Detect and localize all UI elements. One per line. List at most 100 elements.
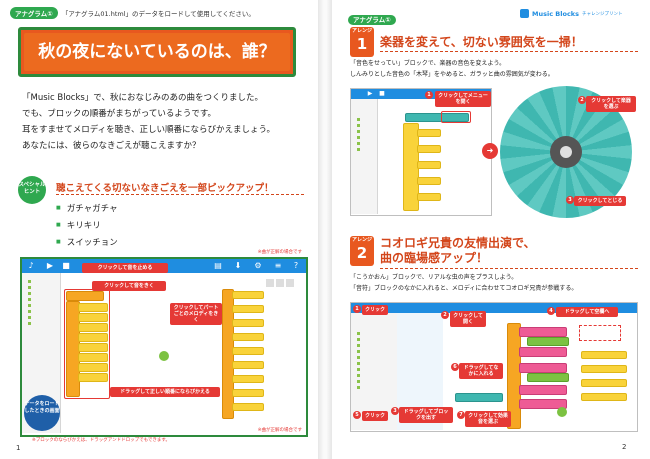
note-block-pink[interactable]: [519, 385, 567, 395]
arrange-1-title: 楽器を変えて、切ない雰囲気を一掃！: [380, 35, 583, 49]
turtle-icon: [159, 351, 169, 361]
hint-title: 聴こえてくる切ないなきごえを一部ピックアップ！: [56, 183, 274, 194]
note-block[interactable]: [78, 343, 108, 352]
bullet-item: スイッチョン: [56, 234, 118, 251]
play-icon[interactable]: ▶: [46, 261, 54, 270]
start-block[interactable]: [66, 291, 104, 301]
mini-button[interactable]: [276, 279, 284, 287]
part-block[interactable]: [232, 361, 264, 369]
step-3-marker: 3: [566, 196, 574, 204]
part-block[interactable]: [232, 347, 264, 355]
settings-icon[interactable]: ⚙: [254, 261, 262, 270]
wheel-inner: [560, 146, 572, 158]
action-stack[interactable]: [507, 323, 521, 429]
palette-item[interactable]: [351, 385, 397, 391]
play-icon[interactable]: ▶: [367, 90, 373, 97]
mini-button[interactable]: [286, 279, 294, 287]
part-block[interactable]: [581, 351, 627, 359]
effect-block[interactable]: [527, 373, 569, 382]
footnote: ※ブロックのならびかえは、ドラッグアンドドロップでもできます。: [32, 438, 170, 443]
note-block[interactable]: [78, 303, 108, 312]
page-number: 1: [16, 444, 21, 452]
wheel-center: [550, 136, 582, 168]
mini-button[interactable]: [266, 279, 274, 287]
part-block[interactable]: [232, 305, 264, 313]
file-icon[interactable]: ▤: [214, 261, 222, 270]
toolbar: [351, 303, 637, 313]
musicblocks-logo-icon: [520, 9, 529, 18]
callout-click-2: クリック: [362, 411, 389, 421]
intro-line-3: 耳をすませてメロディを聴き、正しい順番にならびかえましょう。: [22, 125, 276, 135]
empty-slot[interactable]: [579, 325, 621, 341]
page-title: 秋の夜にないているのは、誰？: [24, 33, 290, 71]
note-block[interactable]: [417, 161, 441, 169]
note-block-pink[interactable]: [519, 399, 567, 409]
arrange-1-badge: アレンジ 1: [350, 27, 374, 57]
help-icon[interactable]: ?: [293, 261, 299, 270]
part-block[interactable]: [232, 333, 264, 341]
note-block[interactable]: [78, 363, 108, 372]
note-block[interactable]: [78, 373, 108, 382]
part-block[interactable]: [232, 403, 264, 411]
save-icon[interactable]: ⬇: [234, 261, 242, 270]
note-block[interactable]: [417, 145, 441, 153]
stop-icon[interactable]: ■: [379, 90, 385, 97]
stop-icon[interactable]: ■: [62, 261, 70, 270]
note-block[interactable]: [78, 353, 108, 362]
instrument-block[interactable]: [405, 113, 469, 122]
tag-note: 「アナグラム01.html」のデータをロードして使用してください。: [61, 10, 255, 18]
palette-item[interactable]: [22, 321, 60, 327]
arrange-1-desc: 「音色をせってい」ブロックで、楽器の音色を変えよう。 しんみりとした音色の「木琴…: [350, 58, 640, 80]
note-block[interactable]: [78, 333, 108, 342]
left-page: アナグラム① 「アナグラム01.html」のデータをロードして使用してください。…: [0, 0, 318, 459]
note-block[interactable]: [417, 193, 441, 201]
highlight-box: [441, 111, 471, 123]
callout-into-note: ドラッグしてなかに入れる: [459, 363, 503, 379]
right-page: アナグラム① Music Blocks チャレンジプリント アレンジ 1 楽器を…: [332, 0, 650, 459]
part-block[interactable]: [232, 375, 264, 383]
note-block[interactable]: [78, 313, 108, 322]
desc-line: 「音符」ブロックのなかに入れると、メロディに合わせてコオロギ兄貴が参戦する。: [350, 285, 578, 292]
callout-drag: ドラッグして正しい順番にならびかえる: [110, 387, 220, 397]
menu-icon[interactable]: ≡: [274, 261, 282, 270]
arrange-2-divider: [380, 268, 638, 269]
block-palette[interactable]: [351, 99, 378, 214]
book-spine: [318, 0, 332, 459]
step-1-marker: 1: [353, 305, 361, 313]
part-block[interactable]: [581, 393, 627, 401]
note-block[interactable]: [417, 177, 441, 185]
correct-note-top: ※曲が正解の場合です: [257, 250, 302, 255]
arrange-2-screenshot: 1 クリック 2 クリックして開く 4 ドラッグして空欄へ 6 ドラッグしてなか…: [350, 302, 638, 432]
effect-block-teal[interactable]: [455, 393, 503, 402]
intro-line-1: 「Music Blocks」で、秋におなじみのあの曲をつくりました。: [22, 93, 263, 103]
callout-close: クリックしてとじる: [574, 196, 626, 206]
callout-click-1: クリック: [362, 305, 389, 315]
part-block[interactable]: [232, 319, 264, 327]
step-6-marker: 6: [451, 363, 459, 371]
arrange-1-screenshot: ▶ ■ 1 クリックしてメニューを開く: [350, 88, 492, 216]
effect-block[interactable]: [527, 337, 569, 346]
badge-label: アレンジ: [351, 237, 372, 243]
title-line: コオロギ兄貴の友情出演で、: [380, 236, 536, 250]
note-block-pink[interactable]: [519, 327, 567, 337]
note-block-pink[interactable]: [519, 347, 567, 357]
part-block[interactable]: [581, 365, 627, 373]
desc-line: 「こうかおん」ブロックで、リアルな虫の声をプラスしよう。: [350, 274, 518, 281]
logo-icon: ♪: [28, 261, 34, 270]
note-block-pink[interactable]: [519, 363, 567, 373]
palette-item[interactable]: [351, 147, 377, 153]
step-2-marker: 2: [441, 311, 449, 319]
callout-menu: クリックしてメニューを開く: [435, 91, 491, 107]
next-arrow-icon: ➜: [482, 143, 498, 159]
arrange-2-title: コオロギ兄貴の友情出演で、 曲の臨場感アップ！: [380, 236, 642, 266]
note-block[interactable]: [78, 323, 108, 332]
badge-label: アレンジ: [351, 28, 372, 34]
part-block[interactable]: [581, 379, 627, 387]
desc-line: しんみりとした音色の「木琴」をやめると、ガラッと曲の雰囲気が変わる。: [350, 71, 554, 78]
part-block[interactable]: [232, 389, 264, 397]
callout-open: クリックして開く: [450, 311, 486, 327]
sidebar-mini-buttons: [266, 279, 302, 299]
note-block[interactable]: [417, 129, 441, 137]
part-block[interactable]: [232, 291, 264, 299]
bullet-item: ガチャガチャ: [56, 200, 118, 217]
